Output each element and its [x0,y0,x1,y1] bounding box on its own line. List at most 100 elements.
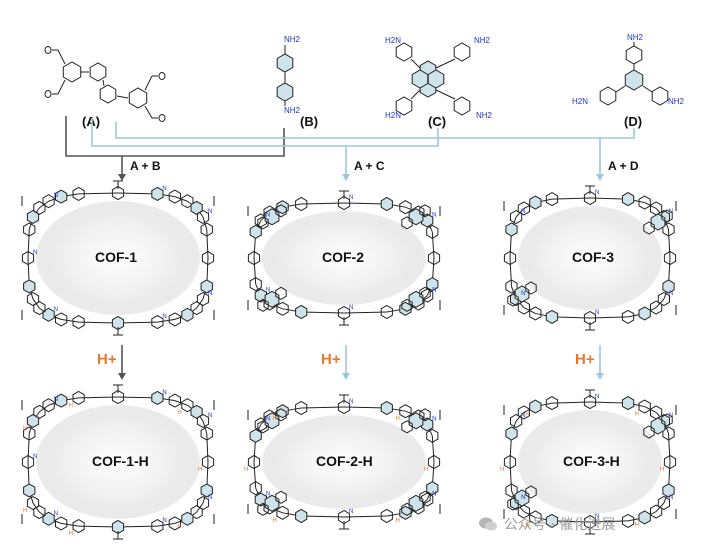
bond [78,525,119,528]
linker-ring [23,426,36,441]
linker-ring [196,292,210,307]
linker-ring [621,309,635,324]
linker-ring [151,186,164,201]
linker-ring [247,250,261,266]
linker-ring [545,309,559,324]
bond [78,396,119,399]
linker-ring [295,304,308,320]
phenyl-ring-bl [395,96,413,116]
bond [431,231,435,259]
carbonyl-oxygen [158,72,166,80]
imine-n-label: N [349,509,353,515]
proton-h-label: H [424,467,428,473]
proton-h-label: H [500,467,504,473]
pore-shading [262,211,426,305]
imine-n-label: N [162,186,166,192]
pyridine-ring-2 [99,84,117,104]
linker-ring [196,496,210,511]
linker-ring [181,194,194,209]
protonation-head-3 [596,373,604,380]
linker-ring [33,404,46,419]
cof-3-name: COF-3 [572,249,614,265]
imine-n-label: N [669,209,673,215]
node-arm-ring [275,286,287,300]
imine-n-label: N [432,416,436,422]
monomer-d-label: (D) [624,114,642,129]
bond [117,525,158,528]
bond [57,49,66,65]
bond [174,196,188,202]
imine-n-label: N [266,212,270,218]
linker-ring [111,185,125,201]
pyrene-ring-4 [427,69,445,89]
cof-1-h-name: COF-1-H [92,453,149,469]
bond [435,89,456,100]
imine-n-label: N [54,307,58,313]
linker-ring [42,511,55,526]
node-ring [408,208,424,226]
linker-ring [42,307,55,322]
bond [667,433,671,463]
linker-ring [55,393,68,408]
imine-n-label: N [669,495,673,501]
linker-ring [638,399,651,414]
node-arm-ring [661,209,673,223]
linker-ring [181,511,194,526]
linker-ring [545,513,559,528]
benzene-ring-bottom [276,82,294,102]
node-arm-ring [275,490,287,504]
proton-h-label: H [69,403,73,409]
linker-ring [190,301,203,316]
reaction-label-2: A + C [354,159,385,173]
imine-n-label: N [595,394,599,400]
linker-ring [657,291,670,307]
bond [642,85,653,93]
node-arm-ring [257,502,269,516]
bond [117,321,158,324]
linker-ring [23,279,36,294]
proton-label-1: H+ [97,351,117,368]
bond [509,461,513,491]
monomer-c-label: (C) [428,114,446,129]
pore-shading [262,415,426,509]
linker-ring [399,200,412,215]
proton-h-label: H [395,416,399,422]
pore-shading [518,410,662,514]
linker-ring [337,195,351,211]
proton-h-label: H [660,467,664,473]
node-arm-ring [401,502,413,516]
node-ring [650,417,666,435]
linker-ring [72,315,85,330]
linker-ring [426,277,439,292]
node-ring [264,494,280,512]
proton-label-2: H+ [321,351,341,368]
phenyl-ring-right [651,86,669,106]
node-arm-ring [419,408,431,422]
bond [589,520,629,523]
phenyl-ring-left [599,86,617,106]
linker-ring [254,288,267,303]
linker-ring [276,301,289,316]
imine-n-label: N [208,495,212,501]
linker-ring [190,200,203,215]
linker-ring [72,519,85,534]
linker-ring [200,222,213,237]
linker-ring [421,492,434,507]
linker-ring [151,519,164,534]
imine-n-label: N [521,209,525,215]
bond [157,318,175,323]
pore-shading [36,201,200,315]
linker-ring [295,196,308,212]
linker-ring [545,396,559,411]
linker-ring [505,483,518,498]
watermark-text: 公众号 · 催化进展 [504,517,616,533]
node-arm-ring [419,286,431,300]
linker-ring [72,390,85,405]
linker-ring [503,250,517,266]
bond [157,522,175,527]
bond [343,406,387,409]
triazine-ring [624,69,644,91]
